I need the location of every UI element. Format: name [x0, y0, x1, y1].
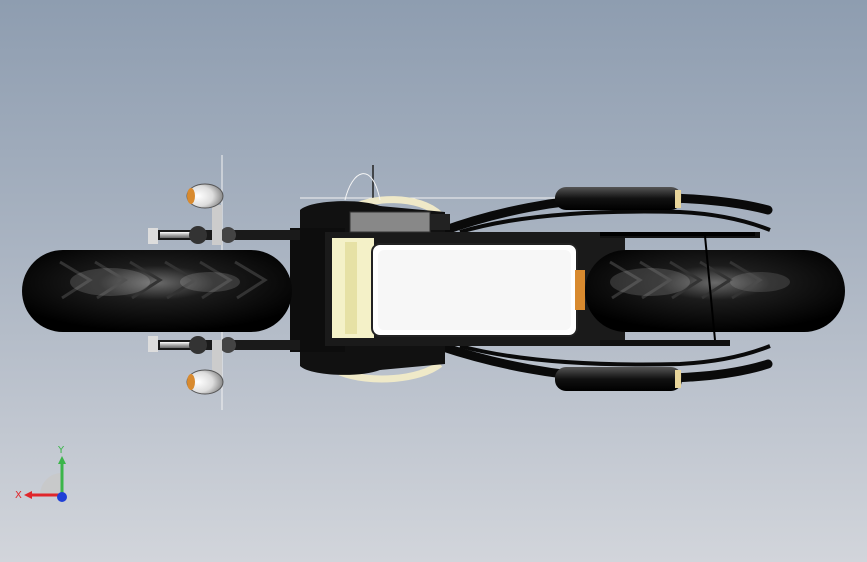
front-tire[interactable] — [22, 250, 292, 332]
exhaust-pipe-upper[interactable] — [435, 187, 773, 237]
x-axis-label: X — [15, 490, 22, 501]
headlight-upper[interactable] — [186, 183, 224, 209]
triad-plane — [40, 473, 62, 495]
handlebar[interactable] — [148, 226, 300, 354]
fuel-tank[interactable] — [332, 211, 450, 338]
y-axis-arrow — [58, 456, 66, 464]
seat[interactable] — [371, 243, 578, 337]
x-axis-arrow — [24, 491, 32, 499]
headlight-lower[interactable] — [186, 369, 224, 395]
exhaust-pipe-lower[interactable] — [435, 341, 773, 391]
rear-strut-line — [704, 235, 716, 341]
rear-tire[interactable] — [575, 250, 845, 332]
side-arc-outline — [344, 173, 381, 201]
front-fork[interactable] — [212, 205, 222, 380]
axis-triad: X Y — [15, 445, 67, 502]
side-cover-lower — [338, 361, 443, 383]
rear-strut — [600, 232, 755, 236]
z-axis-dot — [57, 492, 67, 502]
y-axis-label: Y — [57, 445, 65, 456]
